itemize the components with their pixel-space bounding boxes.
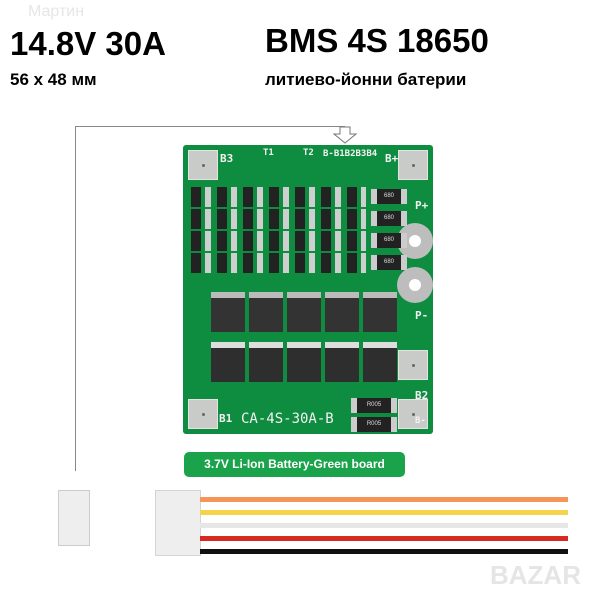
arrow-down-icon: [333, 126, 357, 144]
label-p-minus: P-: [415, 309, 429, 322]
watermark-bottom: BAZAR: [490, 560, 581, 590]
mosfet: [249, 342, 283, 382]
board-model-label: CA-4S-30A-B: [241, 411, 334, 427]
mosfet: [363, 292, 397, 332]
pad-b2: [398, 350, 428, 380]
wire-yellow: [200, 510, 568, 515]
mosfet: [287, 292, 321, 332]
pointer-line-vertical: [75, 126, 76, 471]
connector-front-view: [155, 490, 201, 556]
resistor: 680: [371, 233, 407, 248]
label-b-minus: B-: [415, 416, 426, 426]
pad-p-minus: [397, 267, 433, 303]
product-subtitle: литиево-йонни батерии: [265, 70, 467, 89]
mosfet: [287, 342, 321, 382]
caption-badge: 3.7V Li-Ion Battery-Green board: [184, 452, 405, 477]
pointer-line: [75, 126, 345, 127]
label-b2: B2: [415, 389, 429, 402]
shunt-resistor: R005: [351, 417, 397, 432]
mosfet: [325, 342, 359, 382]
pad-b-minus: [398, 399, 428, 429]
connector-side-view: [58, 490, 90, 546]
mosfet: [249, 292, 283, 332]
resistor: 680: [371, 255, 407, 270]
wire-orange: [200, 497, 568, 502]
pad-b1: [188, 399, 218, 429]
wire-white: [200, 523, 568, 528]
mosfet: [211, 342, 245, 382]
voltage-current-title: 14.8V 30A: [10, 25, 166, 62]
resistor: 680: [371, 211, 407, 226]
pad-b3: [188, 150, 218, 180]
label-p-plus: P+: [415, 199, 429, 212]
mosfet: [363, 342, 397, 382]
wire-red: [200, 536, 568, 541]
bms-board: B3 T1 T2 B-B1B2B3B4 B+ P+ P- B2 B1 B- CA…: [183, 145, 433, 434]
product-title: BMS 4S 18650: [265, 22, 489, 59]
label-t1: T1: [263, 148, 274, 158]
resistor: 680: [371, 189, 407, 204]
pad-b-plus: [398, 150, 428, 180]
shunt-resistor: R005: [351, 398, 397, 413]
wire-black: [200, 549, 568, 554]
label-b-plus: B+: [385, 152, 399, 165]
label-balance-pins: B-B1B2B3B4: [323, 149, 378, 159]
label-t2: T2: [303, 148, 314, 158]
watermark-top: Мартин: [28, 3, 85, 20]
dimensions-text: 56 x 48 мм: [10, 70, 97, 89]
label-b3: B3: [220, 152, 234, 165]
mosfet: [325, 292, 359, 332]
mosfet: [211, 292, 245, 332]
label-b1: B1: [219, 412, 233, 425]
